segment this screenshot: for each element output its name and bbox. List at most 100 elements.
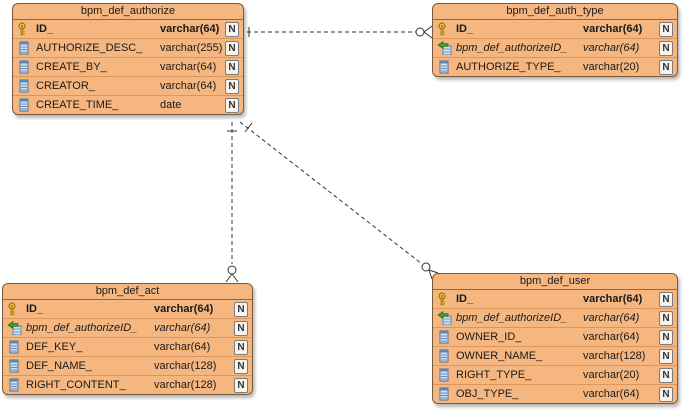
key-icon bbox=[437, 292, 453, 306]
column-name: ID_ bbox=[456, 23, 474, 35]
column-name: OBJ_TYPE_ bbox=[456, 388, 519, 400]
column-row[interactable]: bpm_def_authorizeID_ varchar(64) N bbox=[433, 39, 677, 58]
column-type: varchar(64) bbox=[583, 42, 640, 54]
column-name: OWNER_ID_ bbox=[456, 331, 522, 343]
nullable-n-icon: N bbox=[659, 349, 673, 364]
column-icon bbox=[437, 349, 453, 363]
column-row[interactable]: ID_ varchar(64) N bbox=[433, 20, 677, 39]
column-icon bbox=[437, 60, 453, 74]
nullable-n-icon: N bbox=[225, 79, 239, 94]
column-icon bbox=[437, 387, 453, 401]
column-row[interactable]: RIGHT_CONTENT_varchar(128)N bbox=[3, 376, 252, 394]
column-type: varchar(64) bbox=[583, 388, 640, 400]
column-name: CREATE_BY_ bbox=[36, 61, 107, 73]
column-row[interactable]: CREATE_TIME_ date N bbox=[13, 96, 243, 114]
column-row[interactable]: bpm_def_authorizeID_ varchar(64) N bbox=[3, 319, 252, 338]
column-type: date bbox=[160, 99, 182, 111]
nullable-n-icon: N bbox=[659, 368, 673, 383]
column-list: ID_ varchar(64) N AUTHORIZE_DESC_ varchar(25… bbox=[13, 20, 243, 114]
column-type: varchar(64) bbox=[583, 293, 643, 305]
column-name: CREATOR_ bbox=[36, 80, 95, 92]
column-name: ID_ bbox=[26, 303, 44, 315]
column-name: AUTHORIZE_TYPE_ bbox=[456, 61, 561, 73]
column-row[interactable]: AUTHORIZE_DESC_ varchar(255)N bbox=[13, 39, 243, 58]
nullable-n-icon: N bbox=[225, 60, 239, 75]
nullable-n-icon: N bbox=[659, 22, 673, 37]
nullable-n-icon: N bbox=[659, 41, 673, 56]
entity-title: bpm_def_act bbox=[3, 284, 252, 300]
column-row[interactable]: CREATE_BY_ varchar(64) N bbox=[13, 58, 243, 77]
column-row[interactable]: CREATOR_ varchar(64) N bbox=[13, 77, 243, 96]
nullable-n-icon: N bbox=[234, 378, 248, 393]
column-type: varchar(64) bbox=[154, 322, 211, 334]
relationship-authorize-auth-type bbox=[240, 25, 433, 39]
column-row[interactable]: OBJ_TYPE_varchar(64)N bbox=[433, 385, 677, 403]
column-type: varchar(20) bbox=[583, 369, 640, 381]
nullable-n-icon: N bbox=[659, 330, 673, 345]
column-type: varchar(64) bbox=[160, 61, 217, 73]
relationship-authorize-user bbox=[239, 121, 439, 280]
column-icon bbox=[437, 368, 453, 382]
column-row[interactable]: bpm_def_authorizeID_ varchar(64) N bbox=[433, 309, 677, 328]
column-icon bbox=[17, 98, 33, 112]
column-type: varchar(64) bbox=[583, 331, 640, 343]
column-name: AUTHORIZE_DESC_ bbox=[36, 42, 143, 54]
nullable-n-icon: N bbox=[225, 41, 239, 56]
column-icon bbox=[7, 378, 23, 392]
foreign-key-icon bbox=[437, 310, 453, 326]
column-name: bpm_def_authorizeID_ bbox=[26, 322, 138, 334]
nullable-n-icon: N bbox=[234, 340, 248, 355]
key-icon bbox=[437, 22, 453, 36]
column-type: varchar(64) bbox=[154, 303, 214, 315]
entity-title: bpm_def_authorize bbox=[13, 4, 243, 20]
column-name: ID_ bbox=[36, 23, 54, 35]
nullable-n-icon: N bbox=[234, 321, 248, 336]
column-row[interactable]: DEF_KEY_varchar(64)N bbox=[3, 338, 252, 357]
column-name: bpm_def_authorizeID_ bbox=[456, 312, 568, 324]
key-icon bbox=[17, 22, 33, 36]
nullable-n-icon: N bbox=[659, 311, 673, 326]
column-type: varchar(64) bbox=[583, 312, 640, 324]
column-name: RIGHT_TYPE_ bbox=[456, 369, 532, 381]
entity-title: bpm_def_user bbox=[433, 274, 677, 290]
column-icon bbox=[7, 359, 23, 373]
column-name: CREATE_TIME_ bbox=[36, 99, 119, 111]
column-type: varchar(20) bbox=[583, 61, 640, 73]
column-row[interactable]: DEF_NAME_varchar(128)N bbox=[3, 357, 252, 376]
column-type: varchar(64) bbox=[583, 23, 643, 35]
column-type: varchar(64) bbox=[160, 80, 217, 92]
column-row[interactable]: ID_ varchar(64) N bbox=[433, 290, 677, 309]
column-name: DEF_KEY_ bbox=[26, 341, 83, 353]
column-icon bbox=[17, 41, 33, 55]
relationship-authorize-act bbox=[225, 122, 239, 283]
column-row[interactable]: OWNER_NAME_ varchar(128) N bbox=[433, 347, 677, 366]
column-name: RIGHT_CONTENT_ bbox=[26, 379, 126, 391]
column-row[interactable]: ID_varchar(64)N bbox=[13, 20, 243, 39]
nullable-n-icon: N bbox=[659, 60, 673, 75]
nullable-n-icon: N bbox=[659, 292, 673, 307]
column-row[interactable]: ID_ varchar(64) N bbox=[3, 300, 252, 319]
column-icon bbox=[17, 60, 33, 74]
column-row[interactable]: RIGHT_TYPE_ varchar(20) N bbox=[433, 366, 677, 385]
column-name: OWNER_NAME_ bbox=[456, 350, 543, 362]
column-row[interactable]: AUTHORIZE_TYPE_ varchar(20) N bbox=[433, 58, 677, 76]
column-icon bbox=[17, 79, 33, 93]
column-icon bbox=[7, 340, 23, 354]
column-name: ID_ bbox=[456, 293, 474, 305]
entity-title: bpm_def_auth_type bbox=[433, 4, 677, 20]
nullable-n-icon: N bbox=[234, 302, 248, 317]
nullable-n-icon: N bbox=[225, 98, 239, 113]
column-name: bpm_def_authorizeID_ bbox=[456, 42, 568, 54]
column-type: varchar(255) bbox=[160, 42, 223, 54]
column-type: varchar(128) bbox=[583, 350, 646, 362]
column-row[interactable]: OWNER_ID_ varchar(64) N bbox=[433, 328, 677, 347]
column-type: varchar(64) bbox=[160, 23, 220, 35]
